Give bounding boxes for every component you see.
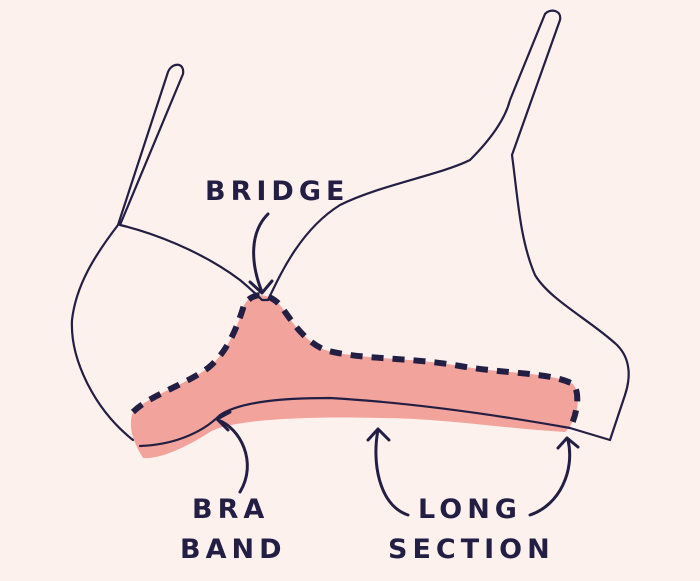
bra-band-label-line2: BAND [180,534,286,565]
bridge-arrowhead [248,279,274,295]
right-cup-outline [266,9,630,442]
band-bottom-line [138,396,572,448]
bra-band-label-line1: BRA [192,494,269,525]
bridge-label: BRIDGE [205,176,349,207]
long-section-left-arrowhead [366,427,391,442]
long-section-label-line1: LONG [418,494,522,525]
long-section-right-arrowhead [556,436,580,450]
band-highlight [130,295,578,459]
bra-band-arrowhead [215,410,232,432]
long-section-label-line2: SECTION [388,534,555,565]
band-dashed-outline [130,292,581,430]
bra-band-arrow [216,418,249,494]
long-section-left-arrow [374,428,410,517]
left-cup-outline [70,63,270,442]
bridge-arrow [252,212,270,294]
long-section-right-arrow [528,438,572,517]
